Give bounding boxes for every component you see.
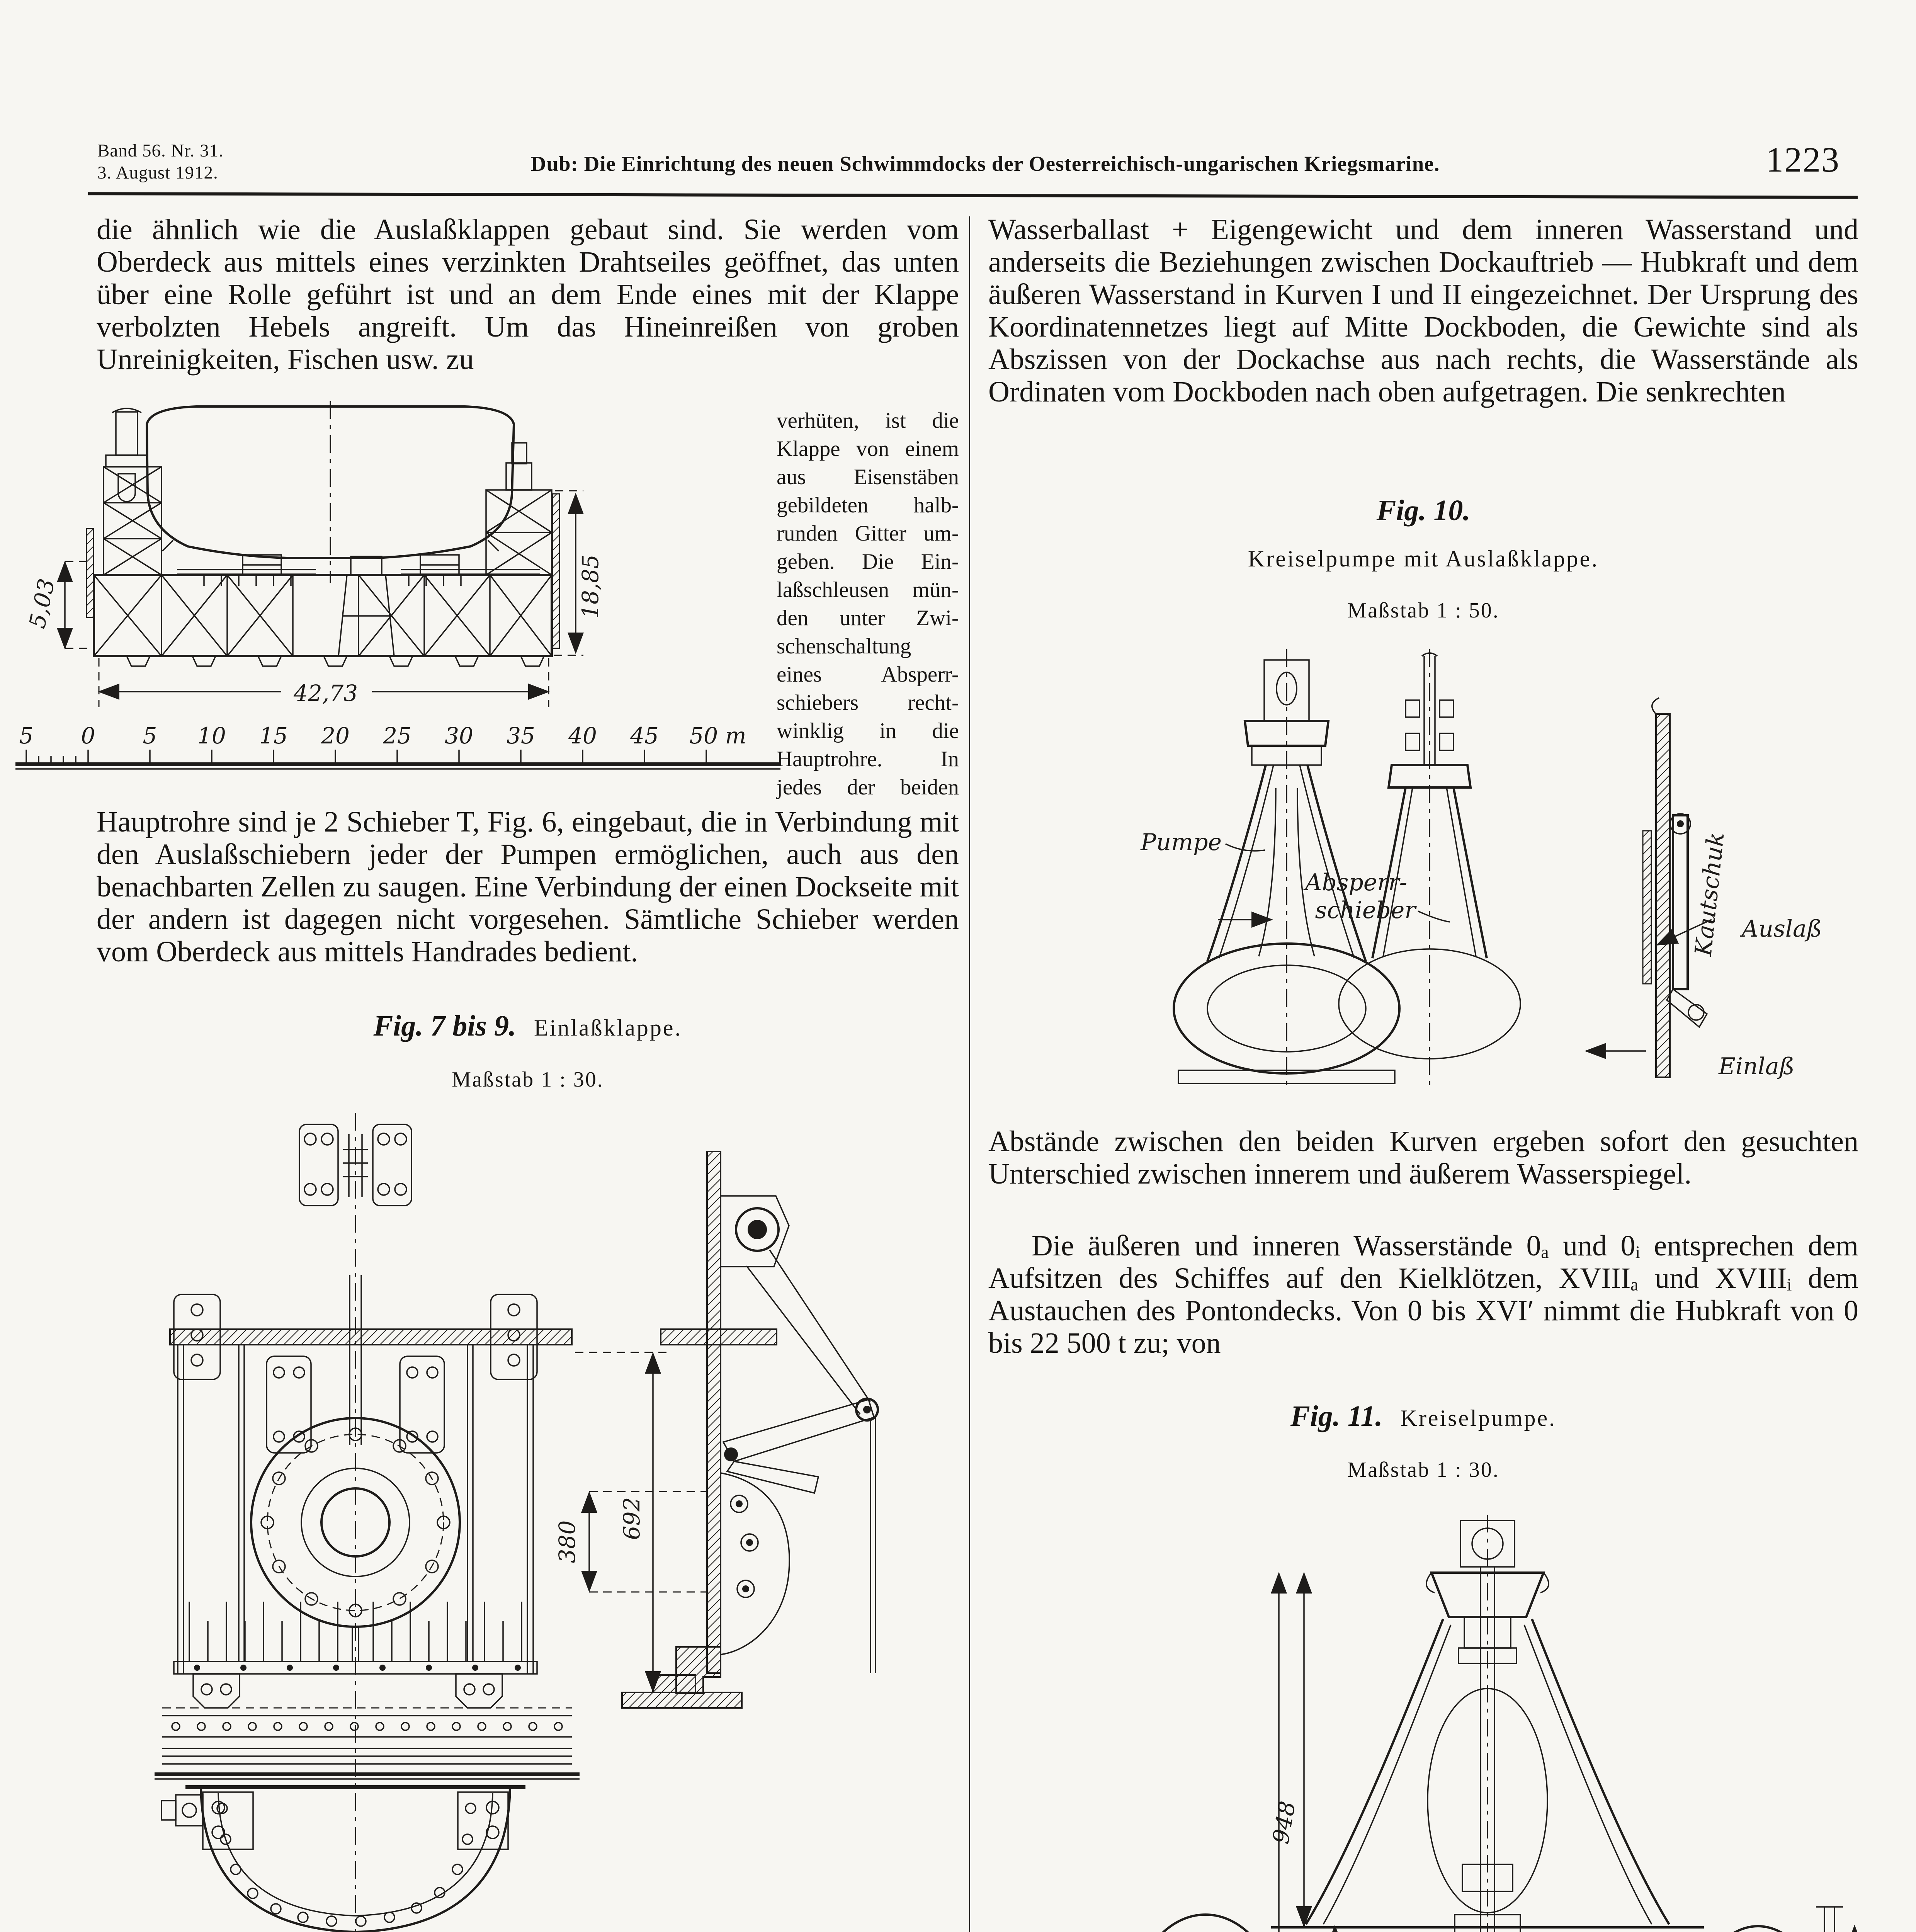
scale-tick-label: 5 xyxy=(19,723,34,749)
fig7-caption: Fig. 7 bis 9. Einlaßklappe. xyxy=(97,1009,959,1043)
fig7-title: Einlaßklappe. xyxy=(534,1015,682,1041)
fig7-scale: Maßstab 1 : 30. xyxy=(452,1068,604,1092)
narrow-line: verhüten, ist die xyxy=(777,408,959,433)
scale-tick-label: 10 xyxy=(197,723,226,749)
narrow-line: laßschleusen mün- xyxy=(777,578,959,602)
fig10-scale: Maßstab 1 : 50. xyxy=(1347,599,1499,622)
journal-issue-info: Band 56. Nr. 31. 3. August 1912. xyxy=(97,140,368,184)
narrow-line: schenschaltung xyxy=(777,634,911,658)
fig11-figure: 2246 948 598 1080 78 78 500 500 700 380 xyxy=(1078,1515,1889,1932)
rivet-row xyxy=(171,1722,563,1731)
scale-tick-label: 15 xyxy=(259,723,288,749)
scale-tick-label: 40 xyxy=(568,723,597,749)
fig11-label: Fig. 11. xyxy=(1290,1400,1383,1432)
scale-tick-label: 5 xyxy=(143,723,157,749)
narrow-wrap-column: verhüten, ist die Klappe von einem aus E… xyxy=(777,406,959,801)
flap-side-dimension: 380 xyxy=(554,1520,580,1563)
narrow-line: gebildeten halb- xyxy=(777,493,959,517)
paragraph-abstaende: Abstände zwischen den beiden Kurven erge… xyxy=(988,1125,1858,1190)
paragraph-main-pipes: Hauptrohre sind je 2 Schieber T, Fig. 6,… xyxy=(97,806,959,968)
dock-width-dimension: 42,73 xyxy=(293,680,358,706)
fig10-label: Fig. 10. xyxy=(1376,494,1471,527)
ship-hull-outline xyxy=(145,405,515,559)
halfround-grid-plate xyxy=(200,1787,511,1932)
dock-wall xyxy=(1655,713,1671,1078)
scale-tick-label: 45 xyxy=(630,723,659,749)
paragraph-wasserstaende: Die äußeren und inneren Wasserstände 0ₐ … xyxy=(988,1230,1858,1359)
scale-tick-label: 30 xyxy=(445,723,473,749)
absperrschieber-label-line1: Absperr- xyxy=(1303,869,1407,896)
paragraph-kurven: Wasserballast + Eigengewicht und dem inn… xyxy=(988,213,1858,408)
flange-bolt-holes xyxy=(260,1427,451,1617)
fig11-scale: Maßstab 1 : 30. xyxy=(1347,1458,1499,1482)
auslass-label: Auslaß xyxy=(1740,915,1822,942)
plate-rivets xyxy=(216,1803,476,1927)
keel-tick-row xyxy=(203,576,462,586)
volume-line: Band 56. Nr. 31. xyxy=(97,141,224,161)
header-rule xyxy=(88,192,1858,199)
narrow-line: aus Eisenstäben xyxy=(777,465,959,489)
narrow-line: geben. Die Ein- xyxy=(777,549,959,574)
einlassklappe-figure: 380 692 xyxy=(139,1113,966,1932)
scale-tick-label: 25 xyxy=(383,723,411,749)
dim-948: 948 xyxy=(1267,1799,1301,1846)
fig11-caption: Fig. 11. Kreiselpumpe. xyxy=(988,1400,1858,1433)
fig10-figure: Pumpe Absperr- schieber Kautschuk Auslaß… xyxy=(1043,649,1878,1105)
inner-bulb xyxy=(1427,1688,1548,1913)
scale-end-label: 50 m xyxy=(689,723,746,749)
narrow-line: Klappe von einem xyxy=(777,437,959,461)
kautschuk-label: Kautschuk xyxy=(1690,831,1729,957)
dock-cross-section-figure: 18,85 5,03 42,73 5 0 5 10 15 20 25 30 35… xyxy=(11,401,787,791)
einlassklappe-drawing: 380 692 xyxy=(155,1113,879,1932)
flap-flange-circle xyxy=(250,1417,461,1628)
scale-tick-label: 20 xyxy=(321,723,350,749)
einlass-label: Einlaß xyxy=(1718,1053,1795,1080)
narrow-line: winklig in die xyxy=(777,719,959,743)
outlet-flap xyxy=(1672,814,1689,990)
page-number: 1223 xyxy=(1766,140,1840,179)
fig11-drawing: 2246 948 598 1080 78 78 500 500 700 380 xyxy=(1161,1515,1863,1932)
narrow-line: runden Gitter um- xyxy=(777,521,959,546)
scale-tick-label: 0 xyxy=(81,723,95,749)
flap-depth-dimension: 692 xyxy=(619,1497,645,1540)
running-title: Dub: Die Einrichtung des neuen Schwimmdo… xyxy=(530,152,1440,175)
fig7-label: Fig. 7 bis 9. xyxy=(373,1010,516,1042)
side-view-wall xyxy=(706,1151,721,1674)
narrow-line: jedes der beiden xyxy=(777,775,959,799)
narrow-line: den unter Zwi- xyxy=(777,606,959,630)
fig10-title: Kreiselpumpe mit Auslaßklappe. xyxy=(1248,546,1599,571)
dock-height-dimension: 18,85 xyxy=(577,554,604,619)
dock-cross-section-drawing: 18,85 5,03 42,73 5 0 5 10 15 20 25 30 35… xyxy=(15,401,780,770)
column-divider xyxy=(969,216,970,1932)
scale-tick-label: 35 xyxy=(507,723,535,749)
grating-bars xyxy=(189,1602,522,1662)
paragraph-inlet-flaps: die ähnlich wie die Auslaßklappen gebaut… xyxy=(97,213,959,376)
pumpe-label: Pumpe xyxy=(1140,829,1222,856)
pump-volute xyxy=(1173,942,1401,1075)
scale-bar: 5 0 5 10 15 20 25 30 35 40 45 50 m xyxy=(15,723,780,770)
rubber-seal-strip xyxy=(1642,830,1652,985)
hinge-detail xyxy=(299,1124,412,1206)
narrow-line: Hauptrohre. In xyxy=(777,747,959,771)
dock-left-dimension: 5,03 xyxy=(24,577,60,631)
fig11-title: Kreiselpumpe. xyxy=(1400,1405,1557,1431)
fig10-drawing: Pumpe Absperr- schieber Kautschuk Auslaß… xyxy=(1140,649,1822,1086)
narrow-line: schiebers recht- xyxy=(777,690,959,715)
date-line: 3. August 1912. xyxy=(97,163,218,183)
absperrschieber-label-line2: schieber xyxy=(1315,897,1417,924)
narrow-line: eines Absperr- xyxy=(777,662,959,687)
